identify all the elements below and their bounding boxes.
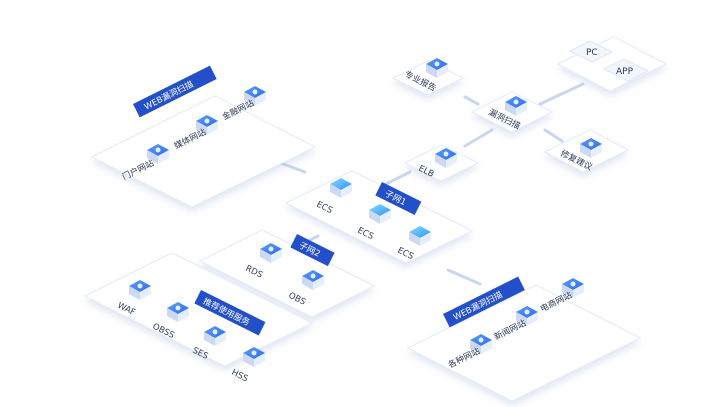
clients-panel: PC APP [568,40,650,82]
connector-scan-to-elb [463,128,494,148]
pc-label: PC [586,48,598,58]
rds-icon[interactable] [260,243,282,263]
ses-icon[interactable] [204,326,226,346]
app-chip[interactable] [602,58,650,82]
platform-clients [556,36,668,92]
connector-scan-to-report [463,95,480,106]
fix-server-icon[interactable] [580,138,602,158]
pc-chip[interactable] [568,40,614,63]
platform-web-left [90,95,317,208]
ecs-1-icon[interactable] [330,178,352,198]
ecs-3-icon[interactable] [409,226,431,246]
platform-web-right [406,284,642,402]
app-label: APP [616,67,634,77]
hss-icon[interactable] [243,347,265,367]
elb-server-icon[interactable] [435,148,457,168]
waf-icon[interactable] [129,280,151,300]
obss-icon[interactable] [167,302,189,322]
report-server-icon[interactable] [426,58,448,78]
portal-site-icon[interactable] [147,144,169,164]
ecommerce-site-icon[interactable] [562,278,584,298]
finance-site-icon[interactable] [244,86,266,106]
cubes [129,58,602,367]
news-site-icon[interactable] [516,306,538,326]
obs-icon[interactable] [302,270,324,290]
connector-scan-to-fix [543,128,564,143]
platform-subnet2 [198,229,376,318]
hss-label: HSS [230,368,250,385]
connector-subnet1-to-right [446,268,482,286]
ecs-2-icon[interactable] [369,204,391,224]
various-site-icon[interactable] [470,334,492,354]
connector-scan-to-clients [538,82,585,106]
media-site-icon[interactable] [196,115,218,135]
vuln-scan-server-icon[interactable] [505,96,527,116]
